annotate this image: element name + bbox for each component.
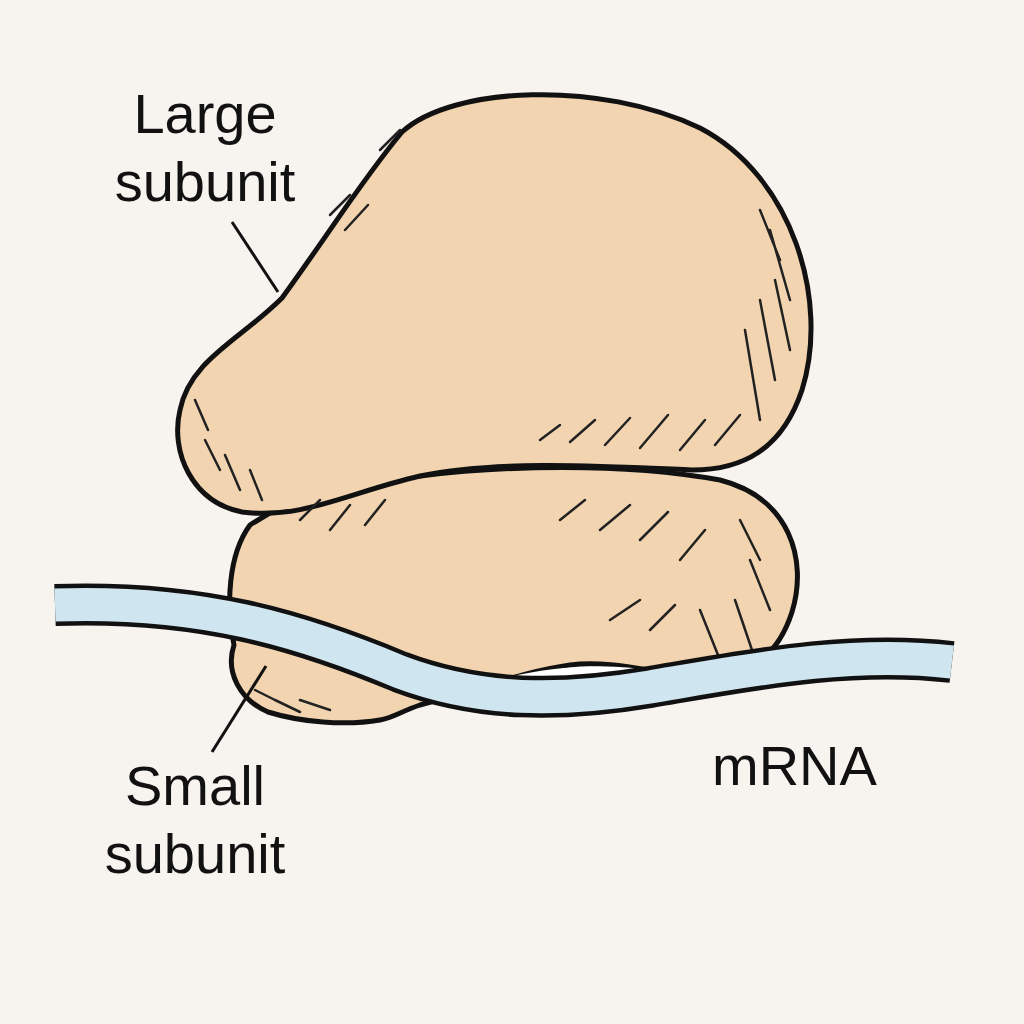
- leader-line: [232, 222, 278, 292]
- mrna-outline: [55, 604, 952, 696]
- part-label: mRNA: [712, 732, 972, 800]
- leader-line: [212, 666, 266, 752]
- part-label: Small subunit: [70, 752, 320, 888]
- mrna-strand: [55, 604, 952, 696]
- part-label: Large subunit: [80, 80, 330, 216]
